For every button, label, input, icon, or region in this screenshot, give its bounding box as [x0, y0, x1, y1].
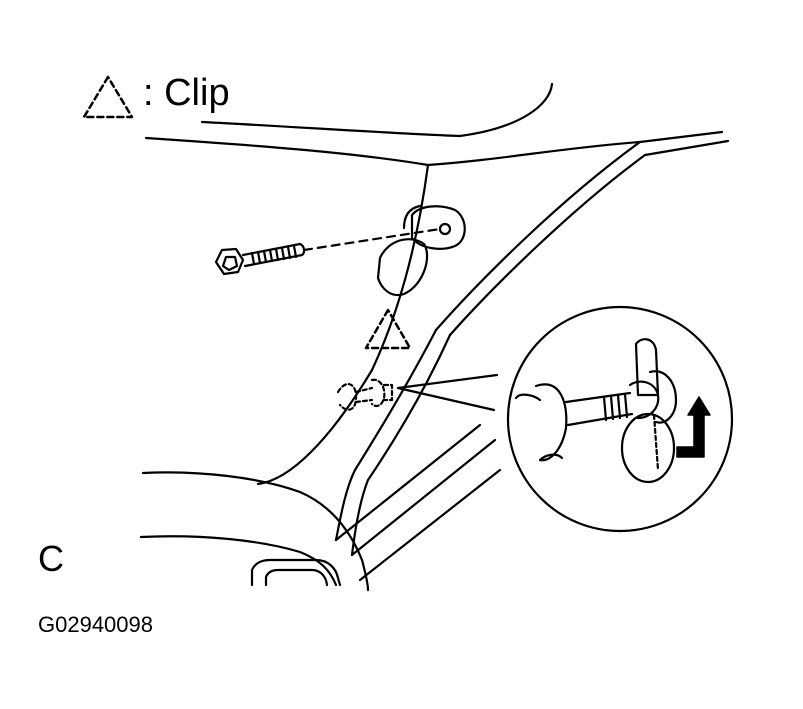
detail-clip-collar — [630, 382, 658, 418]
clip-location-triangle-icon — [366, 310, 410, 348]
pillar-trim-left-edge — [258, 165, 428, 484]
dashed-triangle-icon — [84, 77, 132, 117]
legend-text: : Clip — [143, 72, 230, 114]
detail-clip-wing-crease — [654, 415, 658, 470]
callout-pointer — [398, 375, 497, 410]
windshield-frame-outer — [640, 132, 728, 155]
vent-inner — [266, 570, 327, 585]
vent-outline — [252, 560, 340, 585]
roof-edge — [202, 84, 552, 136]
cover-cap — [378, 239, 427, 295]
figure-code: G02940098 — [38, 612, 153, 637]
bolt-boss-flange — [404, 206, 420, 228]
dashboard-top — [143, 472, 368, 590]
door-trim-edges — [336, 425, 500, 580]
detail-clip-lower-wing — [622, 414, 674, 482]
detail-circle — [508, 307, 732, 531]
pillar-trim-inner-edge — [352, 335, 450, 555]
detail-clip-upper-wing — [636, 339, 658, 395]
headliner-edge — [146, 138, 640, 165]
detail-clip-shaft — [566, 393, 632, 425]
hidden-clip — [338, 380, 392, 410]
windshield-frame-inner — [436, 142, 645, 335]
view-label: C — [38, 538, 64, 579]
detail-trim — [516, 395, 562, 460]
pillar-trim-right-edge — [336, 330, 436, 540]
pull-direction-arrow-icon — [677, 397, 710, 457]
dashboard-lower-edge — [141, 536, 336, 585]
install-guide-line — [304, 229, 440, 250]
detail-clip-shaft-body — [536, 384, 566, 460]
detail-clip-threads — [604, 394, 627, 420]
bolt-hole — [440, 224, 450, 234]
bolt — [216, 244, 304, 274]
